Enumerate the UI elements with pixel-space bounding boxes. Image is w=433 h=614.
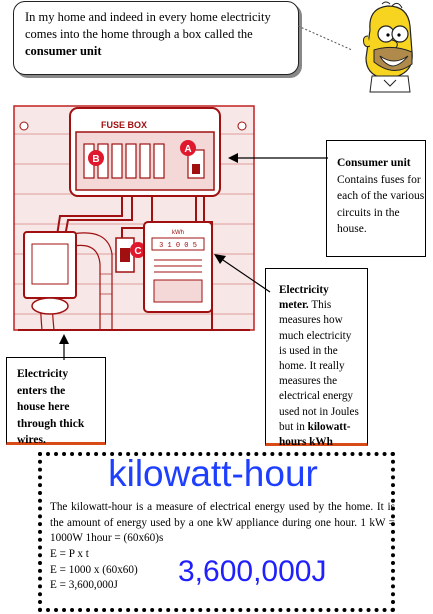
kwh-title: kilowatt-hour: [108, 453, 318, 494]
marker-c-icon: [130, 242, 146, 258]
meter-box: Electricity meter. This measures how muc…: [265, 268, 368, 449]
kwh-big-value: 3,600,000J: [178, 555, 327, 588]
consumer-unit-box: Consumer unit Contains fuses for each of…: [326, 140, 426, 257]
consumer-unit-arrow-icon: [228, 153, 328, 163]
consumer-unit-title: Consumer unit: [337, 157, 411, 169]
fuse-box-label: FUSE BOX: [101, 120, 147, 130]
kwh-eq2: E = 1000 x (60x60): [50, 564, 138, 576]
meter-kwh-label: kWh: [172, 230, 184, 236]
intro-callout: In my home and indeed in every home elec…: [13, 1, 299, 75]
callout-tail: [297, 25, 353, 51]
marker-a-label: A: [184, 144, 191, 155]
meter-arrow-icon: [214, 254, 271, 293]
kwh-frame: [38, 452, 395, 612]
marker-b-icon: [88, 150, 104, 166]
enters-arrow-icon: [59, 334, 69, 360]
intro-bold: consumer unit: [25, 44, 102, 58]
meter-text: This measures how much electricity is us…: [279, 299, 359, 433]
kwh-eq3: E = 3,600,000J: [50, 579, 118, 591]
meter-title: Electricity meter.: [279, 284, 329, 312]
intro-text: In my home and indeed in every home elec…: [25, 10, 271, 41]
kwh-paragraph: The kilowatt-hour is a measure of electr…: [50, 501, 395, 545]
meter-bold: kilowatt-hours kWh: [279, 420, 351, 449]
homer-cartoon-icon: [363, 1, 413, 93]
kwh-eq1: E = P x t: [50, 548, 89, 560]
marker-c-label: C: [134, 246, 141, 257]
enters-box: Electricity enters the house here throug…: [6, 357, 106, 446]
consumer-unit-text: Contains fuses for each of the various c…: [337, 173, 425, 236]
enters-text: Electricity enters the house here throug…: [17, 368, 85, 446]
marker-a-icon: [180, 140, 196, 156]
fuse-box-diagram: FUSE BOX A B C kWh 3 1 0 0 5: [13, 105, 255, 331]
meter-digits: 3 1 0 0 5: [159, 242, 197, 250]
marker-b-label: B: [92, 154, 99, 165]
